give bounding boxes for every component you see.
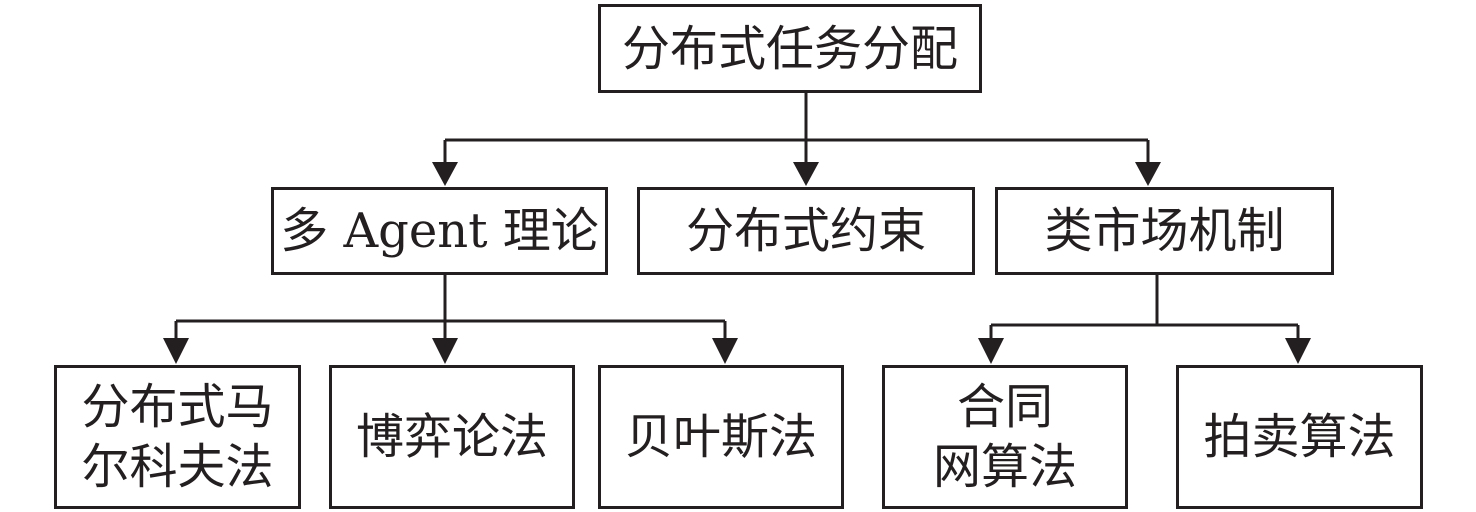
arrowhead-game <box>432 338 458 364</box>
node-distributed-constraint-label: 分布式约束 <box>685 203 926 259</box>
node-multi-agent-theory-label: 多 Agent 理论 <box>280 203 599 259</box>
node-game-theory-method-label: 博弈论法 <box>355 409 548 465</box>
arrowhead-auction <box>1285 338 1311 364</box>
node-markov-method: 分布式马 尔科夫法 <box>54 365 301 509</box>
arrowhead-bayes <box>712 338 738 364</box>
node-multi-agent-theory: 多 Agent 理论 <box>271 187 608 275</box>
node-contract-net-label: 合同 网算法 <box>932 379 1077 495</box>
node-contract-net: 合同 网算法 <box>882 365 1128 509</box>
node-markov-method-label: 分布式马 尔科夫法 <box>81 379 274 495</box>
node-auction-algorithm: 拍卖算法 <box>1176 365 1423 509</box>
node-market-mechanism-label: 类市场机制 <box>1044 203 1285 259</box>
arrowhead-markov <box>163 338 189 364</box>
arrowhead-market <box>1135 162 1161 186</box>
node-root-label: 分布式任务分配 <box>621 20 958 77</box>
node-auction-algorithm-label: 拍卖算法 <box>1203 409 1396 465</box>
arrowhead-agent <box>432 162 458 186</box>
node-bayes-method: 贝叶斯法 <box>598 365 844 509</box>
node-bayes-method-label: 贝叶斯法 <box>624 409 817 465</box>
arrowhead-constraint <box>793 162 819 186</box>
arrowhead-contract <box>978 338 1004 364</box>
node-market-mechanism: 类市场机制 <box>995 187 1334 275</box>
node-distributed-constraint: 分布式约束 <box>637 187 975 275</box>
node-game-theory-method: 博弈论法 <box>329 365 575 509</box>
node-root: 分布式任务分配 <box>598 4 982 93</box>
